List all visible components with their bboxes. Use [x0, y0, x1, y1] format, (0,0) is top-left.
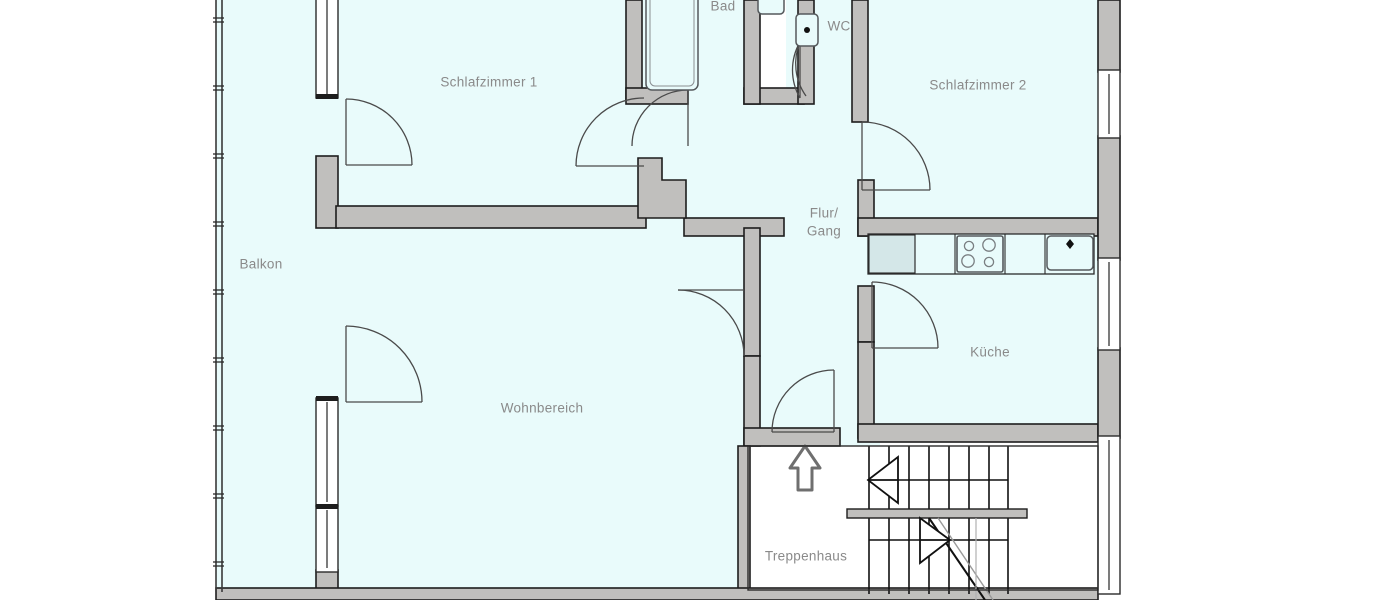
wall-west-upper-pier: [315, 155, 339, 229]
window-schlafzimmer-2-east: [1097, 69, 1121, 139]
room-outlines: [747, 445, 1099, 591]
kitchen-sink-icon: [1046, 235, 1094, 271]
wall-bad-west: [625, 0, 643, 101]
door-kueche-flur: [871, 281, 939, 349]
window-wohnbereich-west-1: [315, 396, 339, 507]
entry-up-arrow-icon: [788, 444, 822, 492]
room-label-bad: Bad: [711, 0, 736, 14]
door-wohnbereich-balkon: [345, 325, 423, 403]
room-label-schlafzimmer-1: Schlafzimmer 1: [440, 75, 537, 90]
stair-direction-right-arrow: [919, 516, 952, 565]
sink-icon: [757, 0, 785, 15]
stair-direction-left-arrow: [866, 455, 899, 505]
window-schlafzimmer-1-west: [315, 0, 339, 99]
stair-handrail: [846, 508, 1028, 519]
room-fill-balkon: [216, 0, 322, 588]
door-schlafzimmer-2-flur: [861, 121, 931, 191]
door-schlafzimmer-1-balkon: [345, 98, 413, 166]
door-wc-flur: [791, 41, 807, 99]
room-label-flur-line-2: Gang: [807, 224, 841, 239]
bathtub-icon: [645, 0, 699, 91]
doors: [345, 41, 939, 433]
wall-flur-west: [743, 227, 761, 357]
room-label-flur-line-1: Flur/: [810, 206, 839, 221]
wall-schlafzimmer2-west-upper: [851, 0, 869, 123]
stove-cooktop-icon: [956, 235, 1004, 273]
wall-notch-block: [637, 157, 687, 219]
bathroom-fixtures: [645, 0, 819, 91]
door-bad-flur: [631, 89, 689, 147]
toilet-icon: [795, 13, 819, 47]
walls: [215, 0, 1121, 600]
room-label-treppenhaus: Treppenhaus: [765, 549, 847, 564]
door-flur-treppenhaus: [771, 369, 835, 433]
wall-schlafzimmer1-wohnbereich: [335, 205, 647, 229]
room-labels: Balkon Schlafzimmer 1 Bad WC Schlafzimme…: [239, 0, 1026, 564]
balcony-railing: [213, 0, 224, 592]
kitchen-counter-highlight: [868, 234, 916, 274]
wall-flur-south-left: [683, 217, 785, 237]
door-schlafzimmer-1-flur: [575, 97, 645, 167]
room-label-kueche: Küche: [970, 345, 1010, 360]
window-treppenhaus-east: [1097, 435, 1121, 595]
kitchen-fixtures: [867, 233, 1095, 275]
window-wohnbereich-west-2: [315, 504, 339, 573]
wall-east-pier-2: [1097, 135, 1121, 261]
wall-flur-south: [743, 427, 841, 447]
windows: [315, 0, 1121, 595]
door-wohnbereich-flur: [677, 289, 745, 357]
wall-bad-wc-divider: [743, 0, 761, 105]
room-label-wc: WC: [827, 19, 850, 34]
room-fill-wohnbereich: [322, 226, 746, 588]
room-label-balkon: Balkon: [239, 257, 282, 272]
staircase: [846, 446, 1028, 600]
stair-treads: [868, 446, 1009, 594]
railing-posts: [213, 17, 224, 567]
wall-kueche-south: [857, 423, 1099, 443]
room-label-schlafzimmer-2: Schlafzimmer 2: [929, 78, 1026, 93]
room-label-wohnbereich: Wohnbereich: [501, 401, 584, 416]
room-fill-flur-upper: [560, 96, 880, 226]
wall-west-lower-pier: [315, 569, 339, 591]
wall-schlafzimmer2-kueche-divider: [857, 217, 1099, 237]
window-kueche-east-1: [1097, 257, 1121, 351]
room-fill-schlafzimmer-2: [866, 0, 1098, 228]
wall-east-pier-3: [1097, 347, 1121, 439]
wall-east-pier-1: [1097, 0, 1121, 73]
